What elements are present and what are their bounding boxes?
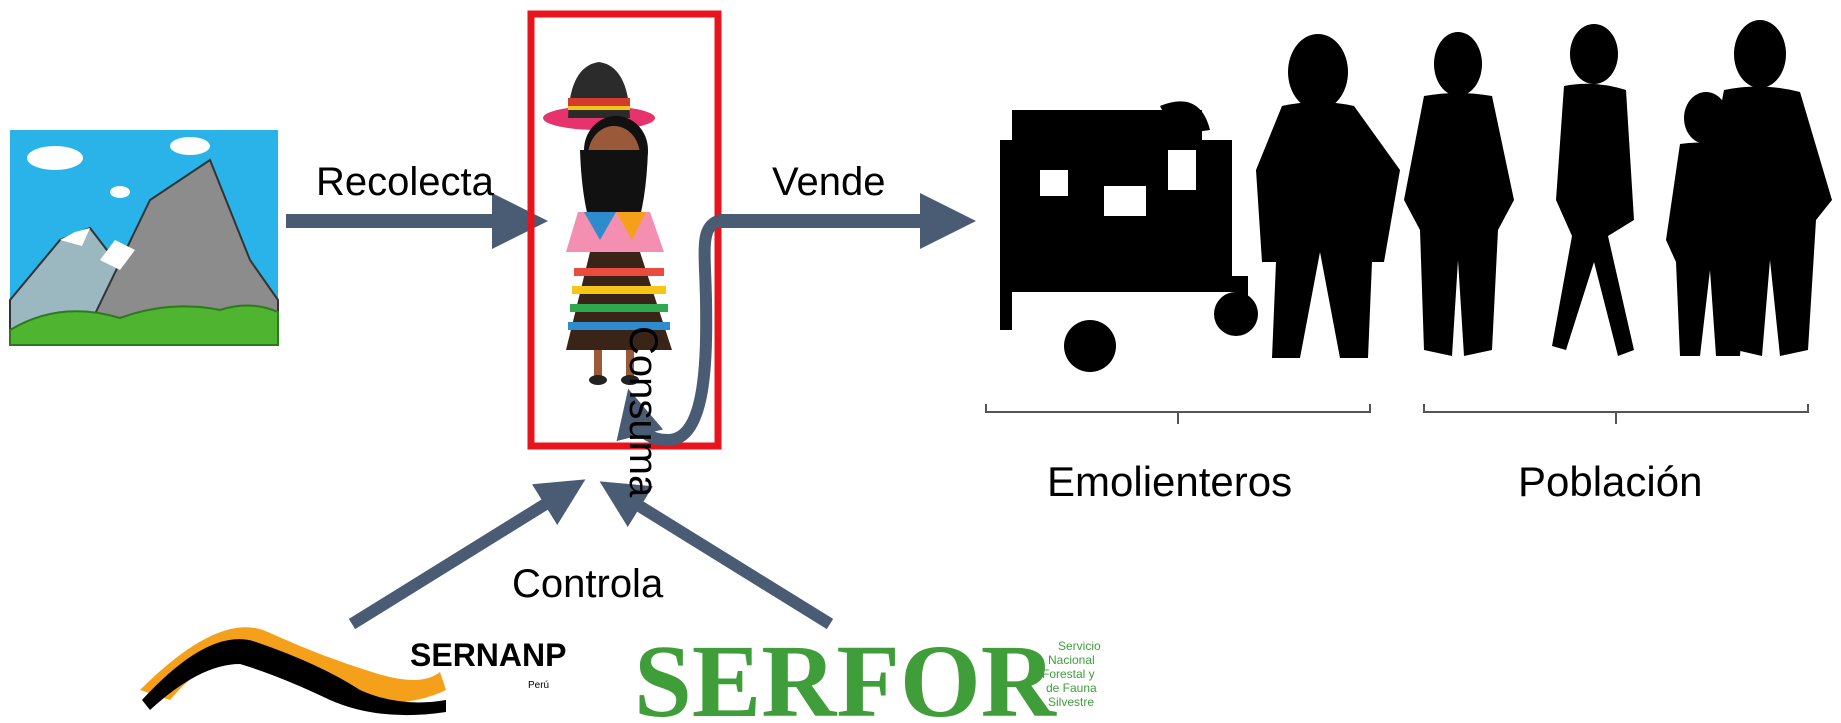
serfor-sub-1: Servicio <box>1058 639 1101 653</box>
serfor-sub-2: Nacional <box>1048 653 1095 667</box>
poblacion-bracket <box>1423 404 1809 424</box>
sernanp-text: SERNANP <box>410 637 566 673</box>
sernanp-subtext: Perú <box>528 680 549 691</box>
controla-label: Controla <box>512 562 664 606</box>
emolienteros-bracket <box>985 404 1371 424</box>
serfor-sub-5: Silvestre <box>1048 695 1094 709</box>
consuma-arrow <box>616 215 721 447</box>
sernanp-logo: SERNANP Perú <box>140 627 566 716</box>
serfor-sub-3: Forestal y <box>1042 667 1095 681</box>
consuma-label: Consuma <box>621 326 665 498</box>
people-silhouettes-icon <box>1404 20 1832 356</box>
mountain-landscape-icon <box>9 130 279 346</box>
serfor-sub-4: de Fauna <box>1046 681 1097 695</box>
controla-arrow-right <box>599 481 834 630</box>
cart-icon <box>1000 101 1258 372</box>
controla-arrow-left <box>348 479 586 630</box>
andean-woman-icon <box>543 62 672 385</box>
recolecta-label: Recolecta <box>316 160 494 204</box>
poblacion-label: Población <box>1518 458 1703 505</box>
vendor-silhouette-icon <box>1256 34 1400 358</box>
emolienteros-label: Emolienteros <box>1047 458 1293 505</box>
serfor-text: SERFOR <box>634 624 1058 723</box>
serfor-logo: SERFOR Servicio Nacional Forestal y de F… <box>634 624 1101 723</box>
highlight-box <box>527 10 722 450</box>
vende-label: Vende <box>772 160 886 204</box>
